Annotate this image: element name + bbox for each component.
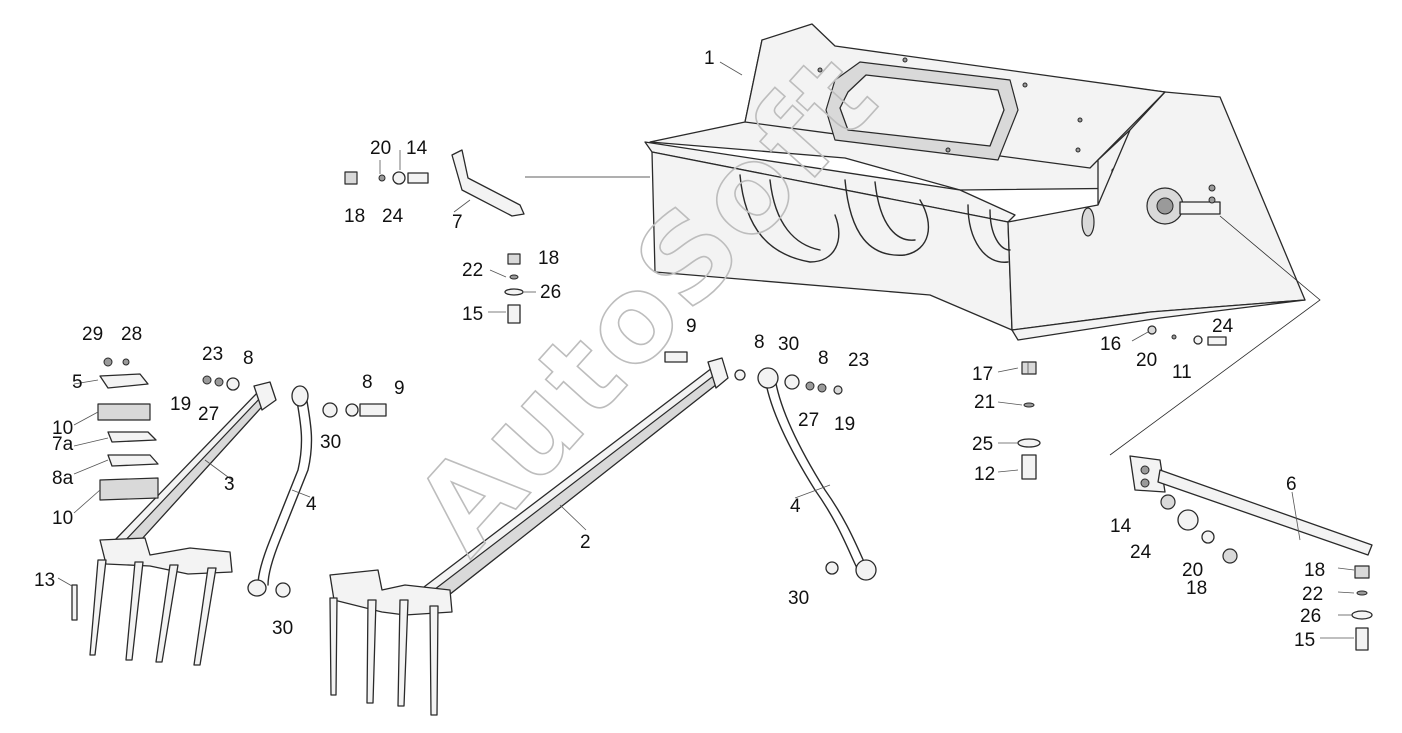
callout-8a: 8a	[52, 468, 74, 489]
callout-10-bottom: 10	[52, 508, 73, 529]
callout-18-top-right: 18	[538, 248, 559, 269]
part-short-arm	[89, 381, 277, 666]
assembly-lines	[525, 176, 1321, 456]
callout-8-mid: 8	[754, 332, 765, 353]
callout-4-right: 4	[790, 496, 801, 517]
callout-27-right: 27	[798, 410, 819, 431]
callout-18-right-b: 18	[1304, 560, 1325, 581]
callout-7a: 7a	[52, 434, 74, 455]
callout-5: 5	[72, 372, 83, 393]
watermark-text: AutoSoft	[388, 27, 904, 579]
callout-26-right: 26	[1300, 606, 1321, 627]
callout-20-mid: 20	[1136, 350, 1157, 371]
callout-labels: 1 2 3 4 4 5 6 7 7a 8a 8 8 8 8 9 9 10 10 …	[34, 48, 1325, 651]
callout-19-right: 19	[834, 414, 855, 435]
callout-11: 11	[1172, 362, 1192, 383]
callout-8-right: 8	[818, 348, 829, 369]
callout-8-left: 8	[362, 372, 373, 393]
callout-19-left: 19	[170, 394, 191, 415]
callout-8-top-left: 8	[243, 348, 254, 369]
callout-13: 13	[34, 570, 55, 591]
callout-24-right: 24	[1130, 542, 1152, 563]
callout-9-mid: 9	[686, 316, 697, 337]
part-bracket-rod	[1129, 455, 1373, 556]
part-long-arm	[329, 357, 729, 716]
fasteners	[71, 171, 1373, 651]
callout-30-top-right: 30	[778, 334, 799, 355]
callout-30-bottom: 30	[272, 618, 293, 639]
part-housing	[644, 23, 1306, 341]
callout-29: 29	[82, 324, 103, 345]
callout-9-left: 9	[394, 378, 405, 399]
callout-24-mid: 24	[1212, 316, 1234, 337]
callout-16: 16	[1100, 334, 1121, 355]
callout-18-top-left: 18	[344, 206, 365, 227]
callout-22-right: 22	[1302, 584, 1323, 605]
callout-22-top: 22	[462, 260, 483, 281]
leader-lines	[57, 61, 1355, 639]
callout-30-left: 30	[320, 432, 341, 453]
callout-7: 7	[452, 212, 463, 233]
callout-26-top: 26	[540, 282, 561, 303]
callout-27-left: 27	[198, 404, 219, 425]
callout-28: 28	[121, 324, 142, 345]
callout-4-left: 4	[306, 494, 317, 515]
callout-17: 17	[972, 364, 993, 385]
callout-3: 3	[224, 474, 235, 495]
callout-2: 2	[580, 532, 591, 553]
callout-12: 12	[974, 464, 995, 485]
callout-25: 25	[972, 434, 993, 455]
callout-24-top: 24	[382, 206, 404, 227]
callout-14-right: 14	[1110, 516, 1132, 537]
callout-1: 1	[704, 48, 715, 69]
callout-20-right: 20	[1182, 560, 1203, 581]
callout-23-right: 23	[848, 350, 869, 371]
part-clamp-stack	[97, 357, 159, 501]
callout-15-top: 15	[462, 304, 483, 325]
callout-23-left: 23	[202, 344, 223, 365]
callout-20-top: 20	[370, 138, 391, 159]
callout-6: 6	[1286, 474, 1297, 495]
callout-10-top: 10	[52, 418, 73, 439]
callout-30-bottom-right: 30	[788, 588, 809, 609]
callout-18-right-a: 18	[1186, 578, 1207, 599]
part-links	[247, 367, 877, 597]
callout-14-top: 14	[406, 138, 428, 159]
part-bracket-7	[451, 149, 525, 217]
callout-21: 21	[974, 392, 995, 413]
callout-15-right: 15	[1294, 630, 1315, 651]
